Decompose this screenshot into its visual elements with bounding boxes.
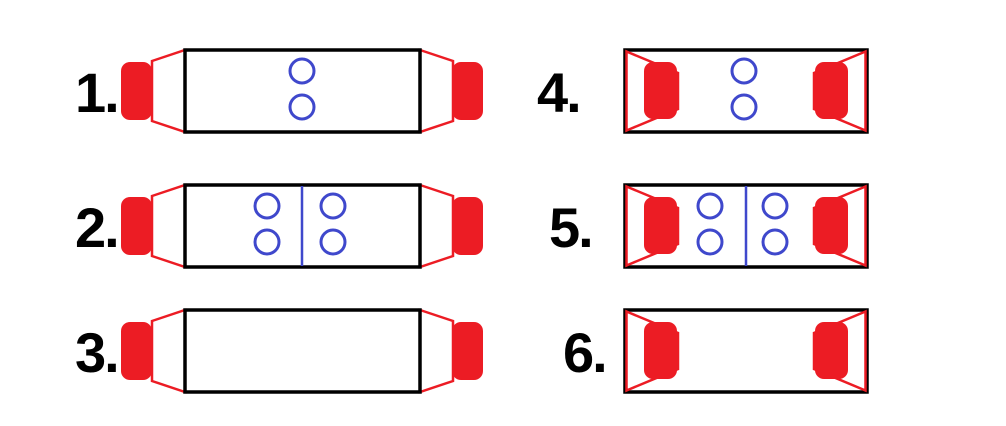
speaker-driver-left — [121, 197, 152, 255]
diagram-2-label: 2. — [75, 196, 118, 259]
diagram-6: 6. — [563, 308, 869, 394]
mic-circle-left-bottom — [253, 228, 281, 256]
mic-circle-right-top — [761, 192, 789, 220]
speaker-horn-left — [150, 308, 187, 394]
diagram-2: 2. — [75, 183, 483, 269]
mic-circle-left-top — [253, 192, 281, 220]
speaker-driver-left — [121, 62, 152, 120]
mic-circle-top — [288, 57, 316, 85]
speaker-driver-right — [815, 62, 848, 119]
test-chamber-box — [183, 308, 422, 394]
speaker-driver-right — [452, 197, 483, 255]
speaker-driver-right — [815, 197, 848, 254]
speaker-horn-right — [418, 183, 455, 269]
diagram-3-label: 3. — [75, 321, 118, 384]
speaker-driver-left — [644, 62, 677, 119]
mic-circle-left-top — [696, 192, 724, 220]
mic-circle-bottom — [730, 93, 758, 121]
speaker-driver-right — [452, 62, 483, 120]
speaker-driver-right — [815, 322, 848, 379]
speaker-driver-left — [121, 322, 152, 380]
speaker-horn-right — [418, 48, 455, 134]
mic-circle-right-bottom — [319, 228, 347, 256]
mic-circle-top — [730, 57, 758, 85]
diagram-3: 3. — [75, 308, 483, 394]
speaker-driver-left — [644, 322, 677, 379]
mic-circle-left-bottom — [696, 228, 724, 256]
diagram-5: 5. — [549, 183, 869, 269]
diagram-1: 1. — [75, 48, 483, 134]
diagram-6-label: 6. — [563, 321, 606, 384]
mic-circle-right-bottom — [761, 228, 789, 256]
speaker-horn-left — [150, 48, 187, 134]
speaker-horn-right — [418, 308, 455, 394]
mic-circle-right-top — [319, 192, 347, 220]
diagram-4: 4. — [537, 48, 869, 134]
mic-circle-bottom — [288, 93, 316, 121]
speaker-horn-left — [150, 183, 187, 269]
diagram-4-label: 4. — [537, 61, 580, 124]
speaker-driver-left — [644, 197, 677, 254]
speaker-driver-right — [452, 322, 483, 380]
diagram-1-label: 1. — [75, 61, 118, 124]
diagram-5-label: 5. — [549, 196, 592, 259]
